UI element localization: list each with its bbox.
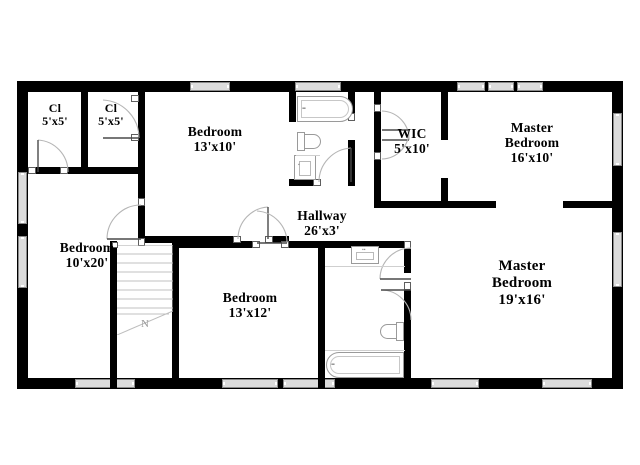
wall-hallway-lower-span-right xyxy=(281,241,411,248)
wall-master-top-divider-left xyxy=(448,201,496,208)
wall-wic-right-upper xyxy=(441,92,448,140)
window-bottom-bedroom-left xyxy=(75,379,135,388)
room-name: Cl xyxy=(48,101,62,115)
room-dimensions: 5'x5' xyxy=(42,114,68,129)
toilet-upper-bowl xyxy=(304,134,321,149)
window-bottom-bedroom-mid xyxy=(222,379,278,388)
counter-upper-bath xyxy=(296,155,320,157)
jamb-bedroom-left-b xyxy=(138,198,145,206)
room-name-line1: Master xyxy=(498,258,546,274)
door-bedroom-bottom[interactable] xyxy=(255,209,289,247)
wall-hallway-bottom-left xyxy=(110,241,117,389)
jamb-closet-left-b xyxy=(28,167,36,174)
jamb-hallway-right xyxy=(252,241,260,248)
room-name-line2: Bedroom xyxy=(491,274,553,291)
room-name: Bedroom xyxy=(59,240,115,255)
wall-wic-bottom xyxy=(374,201,448,208)
room-dimensions: 5'x10' xyxy=(394,141,430,157)
sink-upper: ▪ xyxy=(294,155,316,180)
room-label-closet-right: Cl 5'x5' xyxy=(86,101,136,129)
wall-closet-bottom xyxy=(28,167,145,174)
wall-lower-bath-left xyxy=(318,241,325,389)
room-label-hallway: Hallway 26'x3' xyxy=(272,208,372,238)
stair-direction-marker: N xyxy=(141,318,149,330)
room-name: Hallway xyxy=(297,208,347,223)
room-dimensions: 13'x12' xyxy=(228,305,272,321)
room-label-wic: WIC 5'x10' xyxy=(378,126,446,156)
window-bottom-master-left xyxy=(431,379,479,388)
room-dimensions: 13'x10' xyxy=(193,139,237,155)
room-dimensions: 16'x10' xyxy=(510,150,554,166)
wall-lower-bath-right-upper xyxy=(404,241,411,273)
counter-lower-bath-tub-edge xyxy=(325,350,405,352)
wall-lower-bath-right-mid xyxy=(404,290,411,389)
jamb-upper-bath xyxy=(313,179,321,186)
window-top-master-a xyxy=(457,82,485,91)
room-label-closet-left: Cl 5'x5' xyxy=(28,101,82,129)
counter-lower-bath xyxy=(325,266,405,268)
toilet-lower-tank xyxy=(396,322,404,341)
room-name-line2: Bedroom xyxy=(504,135,560,151)
wall-bedroom-top-bottom xyxy=(138,236,240,243)
jamb-wic-b xyxy=(374,152,381,160)
jamb-stair-top xyxy=(112,242,118,248)
jamb-closet-right xyxy=(131,95,139,102)
wall-hallway-lower-span xyxy=(172,241,252,248)
room-name: Bedroom xyxy=(187,124,243,139)
room-dimensions: 5'x5' xyxy=(98,114,124,129)
window-top-bedroom xyxy=(190,82,230,91)
room-name: WIC xyxy=(397,126,427,141)
bathtub-upper: ▪▪ xyxy=(297,96,353,122)
wall-wic-left xyxy=(374,92,381,208)
window-left-lower xyxy=(18,236,27,288)
wall-upper-bath-bottom xyxy=(289,179,321,186)
door-bedroom-left[interactable] xyxy=(105,203,143,243)
window-top-bathroom xyxy=(295,82,341,91)
jamb-hallway-right-b xyxy=(281,241,289,248)
window-right-upper xyxy=(613,113,622,166)
door-upper-bathroom[interactable] xyxy=(317,146,353,184)
window-right-lower xyxy=(613,232,622,287)
wall-bedroom-top-left xyxy=(138,92,145,245)
room-label-bedroom-top: Bedroom 13'x10' xyxy=(152,124,278,154)
door-wic-lower[interactable] xyxy=(381,126,411,160)
room-name: Bedroom xyxy=(222,290,278,305)
room-name-line1: Master xyxy=(510,120,554,135)
door-closet-right[interactable] xyxy=(101,98,141,140)
wall-hallway-top-right xyxy=(265,236,289,243)
sink-lower: ▪▪ xyxy=(351,246,379,264)
room-label-bedroom-left: Bedroom 10'x20' xyxy=(31,240,143,270)
jamb-wic xyxy=(374,104,381,112)
room-label-bedroom-bottom: Bedroom 13'x12' xyxy=(187,290,313,320)
door-bedroom-top[interactable] xyxy=(236,203,270,241)
room-dimensions: 19'x16' xyxy=(498,291,546,308)
window-top-master-b xyxy=(488,82,514,91)
room-dimensions: 10'x20' xyxy=(65,255,109,271)
door-closet-left[interactable] xyxy=(36,134,70,174)
window-bottom-bedroom-right xyxy=(283,379,335,388)
wall-upper-bath-left xyxy=(289,92,296,122)
room-dimensions: 26'x3' xyxy=(304,223,340,239)
room-label-master-bedroom-top: Master Bedroom 16'x10' xyxy=(472,120,592,165)
bathtub-lower: ▪▪ xyxy=(326,352,404,378)
toilet-lower-bowl xyxy=(380,324,397,339)
jamb-bedroom-top xyxy=(233,236,241,243)
staircase: N xyxy=(117,245,173,335)
wall-closet-divider xyxy=(81,92,88,174)
wall-master-top-divider-right xyxy=(563,201,623,208)
room-label-master-bedroom-main: Master Bedroom 19'x16' xyxy=(448,258,596,308)
window-left-upper xyxy=(18,172,27,224)
door-lower-bathroom[interactable] xyxy=(379,247,413,283)
exterior-wall-left xyxy=(17,81,28,389)
room-name: Cl xyxy=(104,101,118,115)
door-lower-bathroom-inner[interactable] xyxy=(379,288,413,322)
window-top-master-c xyxy=(517,82,543,91)
wall-wic-right-lower xyxy=(441,178,448,208)
window-bottom-master-right xyxy=(542,379,592,388)
wall-bedroom-bottom-left xyxy=(172,241,179,389)
